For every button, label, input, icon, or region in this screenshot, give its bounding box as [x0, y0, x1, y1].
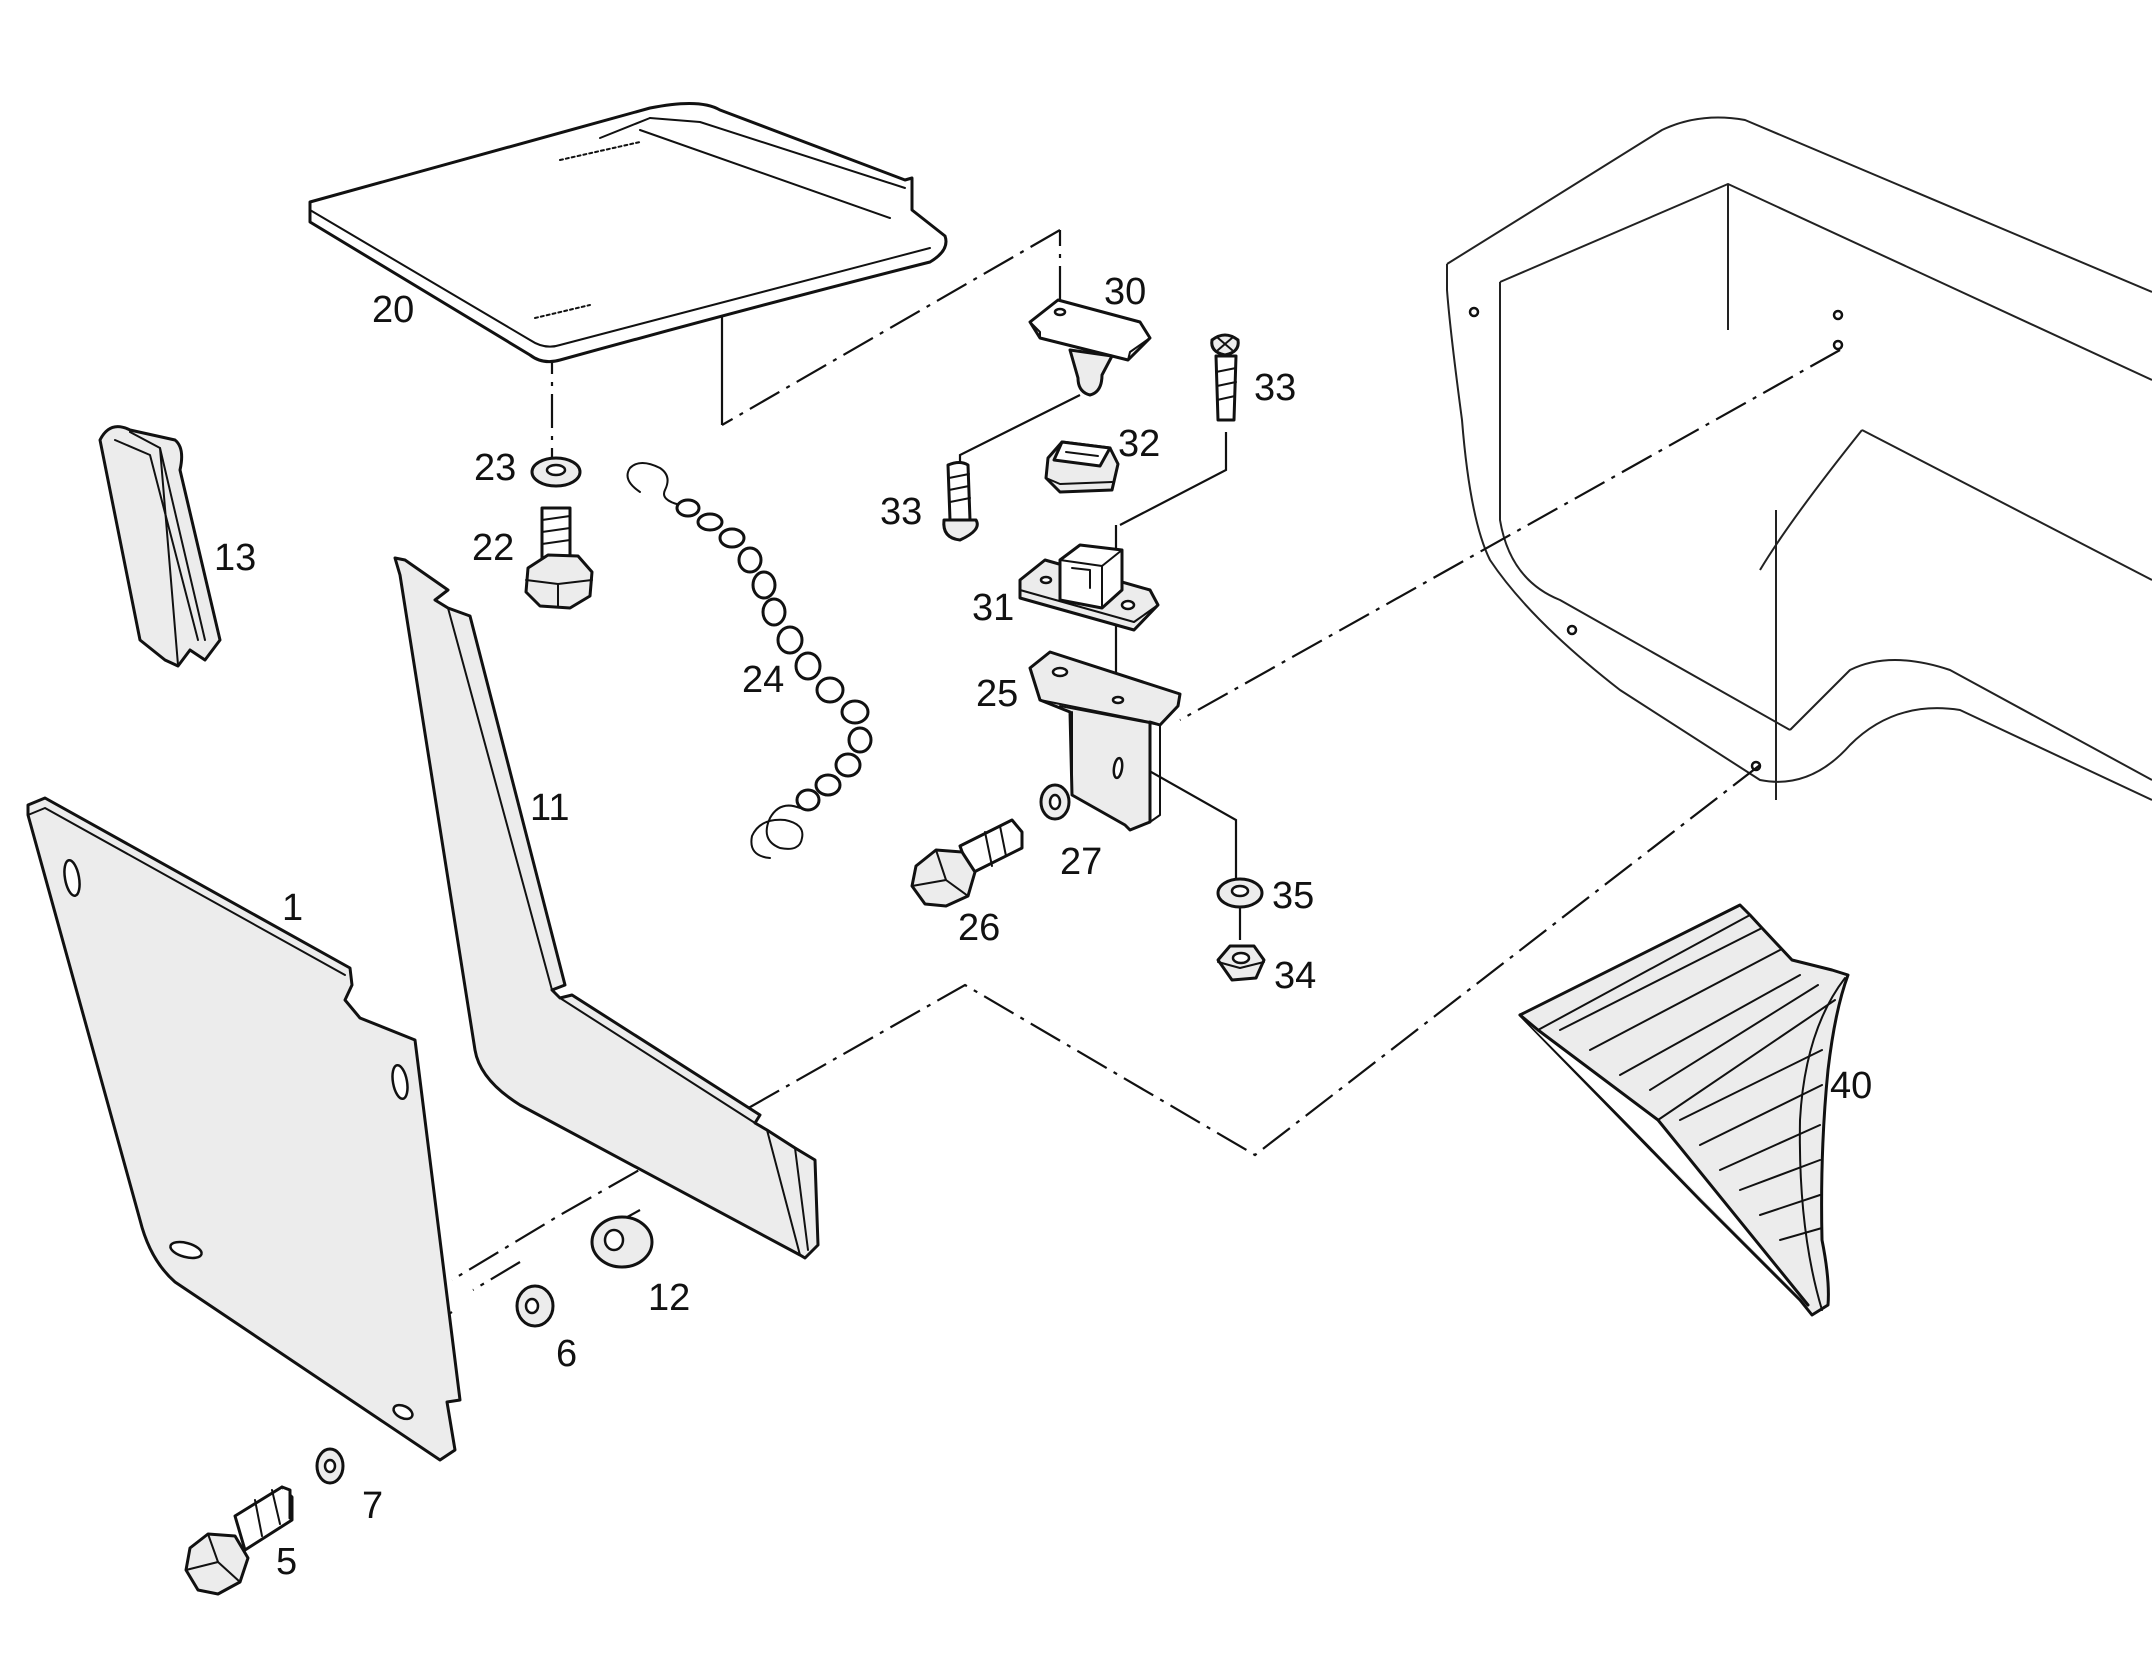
part-30-pad [1028, 298, 1152, 397]
callout-1: 1 [282, 887, 303, 929]
part-6-washer [515, 1284, 555, 1328]
part-23-washer [530, 456, 582, 488]
part-33-screw-left [942, 461, 979, 542]
part-13-edge-trim [98, 425, 222, 668]
callout-30: 30 [1104, 271, 1146, 313]
callout-7: 7 [362, 1485, 383, 1527]
part-32-square-insert [1044, 440, 1120, 494]
part-25-angle-bracket [1028, 650, 1182, 832]
callout-34: 34 [1274, 955, 1316, 997]
callout-labels: 1 5 6 7 11 12 13 20 22 23 24 25 26 27 30… [214, 271, 1872, 1583]
part-34-hex-nut [1216, 944, 1266, 982]
vehicle-body-outline [1446, 116, 2152, 801]
callout-5: 5 [276, 1541, 297, 1583]
callout-11: 11 [530, 787, 569, 829]
callout-32: 32 [1118, 423, 1160, 465]
callout-40: 40 [1830, 1065, 1872, 1107]
callout-20: 20 [372, 289, 414, 331]
part-40-wheel-chock [1518, 903, 1850, 1317]
callout-33-right: 33 [1254, 367, 1296, 409]
callout-27: 27 [1060, 841, 1102, 883]
callout-6: 6 [556, 1333, 577, 1375]
part-22-hex-bolt [524, 506, 594, 610]
part-33-screw-right [1210, 333, 1240, 422]
part-26-hex-bolt [910, 818, 1024, 908]
part-31-socket-plate [1018, 543, 1160, 632]
part-1-side-panel [26, 796, 462, 1462]
part-24-chain [626, 462, 873, 859]
callout-22: 22 [472, 527, 514, 569]
part-7-lock-washer [315, 1447, 345, 1485]
callout-31: 31 [972, 587, 1014, 629]
callout-33-left: 33 [880, 491, 922, 533]
part-5-hex-bolt [184, 1485, 294, 1596]
part-27-washer [1039, 783, 1071, 821]
part-35-washer [1216, 877, 1264, 909]
callout-23: 23 [474, 447, 516, 489]
callout-35: 35 [1272, 875, 1314, 917]
part-11-bracket-plate [393, 556, 820, 1260]
part-20-lid [308, 101, 948, 364]
callout-24: 24 [742, 659, 784, 701]
part-12-spacer-washer [590, 1215, 654, 1269]
callout-25: 25 [976, 673, 1018, 715]
callout-13: 13 [214, 537, 256, 579]
callout-26: 26 [958, 907, 1000, 949]
assembly-centerlines [339, 229, 1841, 1391]
callout-12: 12 [648, 1277, 690, 1319]
